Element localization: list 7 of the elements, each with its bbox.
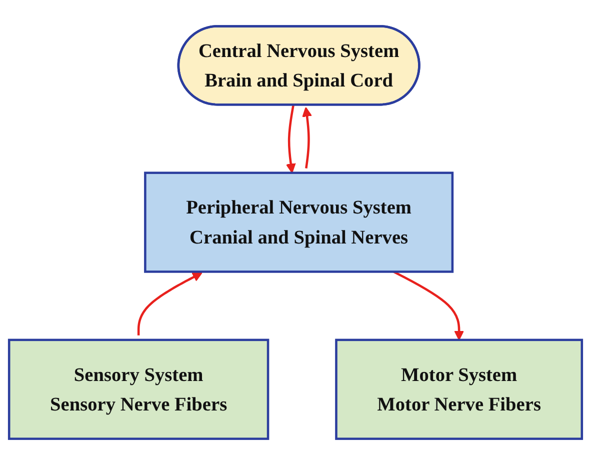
node-box: Peripheral Nervous System Cranial and Spinal Nerves [144, 172, 454, 273]
arrow [137, 272, 202, 336]
node-box: Motor System Motor Nerve Fibers [335, 338, 584, 440]
arrow [302, 107, 312, 168]
arrow [393, 270, 464, 340]
arrow [286, 105, 296, 174]
node-box: Sensory System Sensory Nerve Fibers [8, 338, 270, 440]
